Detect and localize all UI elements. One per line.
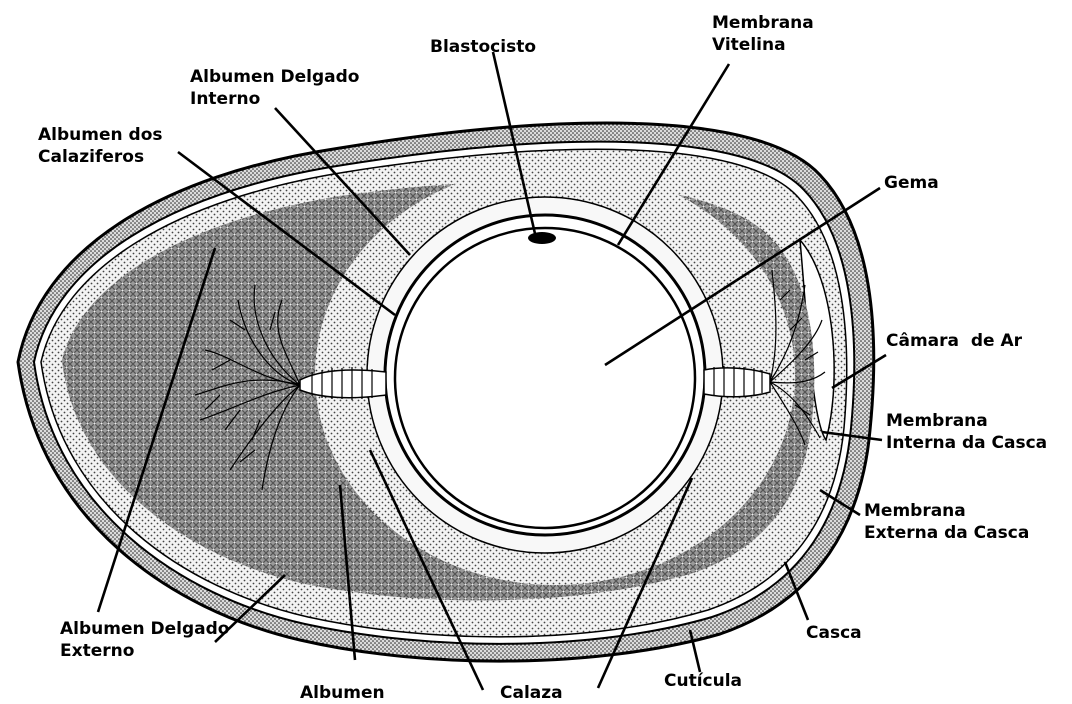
label-gema: Gema [884, 172, 939, 194]
label-calaza: Calaza [500, 682, 563, 704]
label-albumen-delgado-externo: Albumen Delgado Externo [60, 618, 229, 662]
blastoderm [528, 232, 556, 244]
label-cuticula: Cutícula [664, 670, 742, 692]
label-membrana-interna-casca: Membrana Interna da Casca [886, 410, 1047, 454]
label-blastocisto: Blastocisto [430, 36, 536, 58]
label-albumen-delgado-interno: Albumen Delgado Interno [190, 66, 359, 110]
label-membrana-externa-casca: Membrana Externa da Casca [864, 500, 1029, 544]
yolk [395, 228, 695, 528]
label-albumen-calaziferos: Albumen dos Calaziferos [38, 124, 163, 168]
label-casca: Casca [806, 622, 862, 644]
label-membrana-vitelina: Membrana Vitelina [712, 12, 814, 56]
label-camara-de-ar: Câmara de Ar [886, 330, 1022, 352]
label-albumen: Albumen [300, 682, 385, 704]
